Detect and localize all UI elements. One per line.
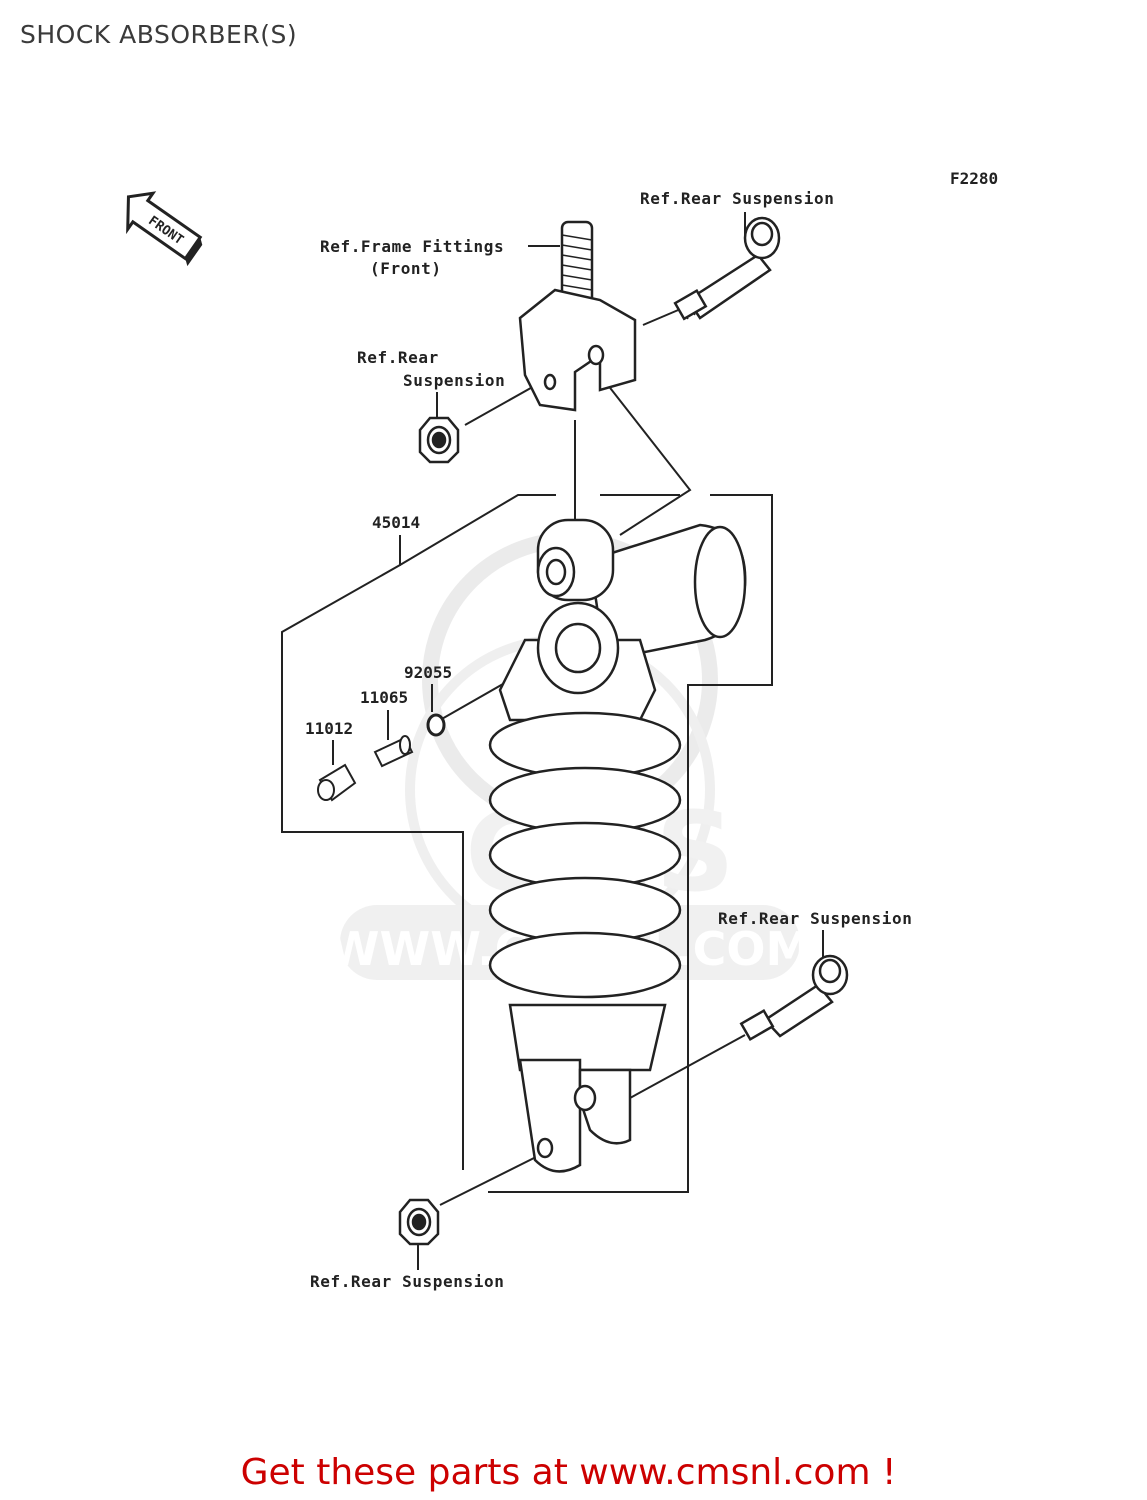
ref-rear-nut-top-sub-label: Suspension: [403, 371, 505, 390]
part-number-11012: 11012: [305, 719, 353, 738]
ref-rear-suspension-top-bolt-label: Ref.Rear Suspension: [640, 189, 834, 208]
ref-rear-nut-top-label: Ref.Rear: [357, 348, 439, 367]
page-title: SHOCK ABSORBER(S): [20, 20, 298, 49]
part-number-11065: 11065: [360, 688, 408, 707]
bottom-bolt: [739, 954, 849, 1042]
leader-lines: [281, 212, 824, 1270]
frame-fitting-bracket: [518, 220, 637, 412]
ref-rear-suspension-bottom-bolt-label: Ref.Rear Suspension: [718, 909, 912, 928]
part-number-92055: 92055: [404, 663, 452, 682]
footer-text[interactable]: Get these parts at www.cmsnl.com !: [240, 1452, 897, 1493]
ref-frame-fittings-sub-label: (Front): [370, 259, 442, 278]
part-number-45014: 45014: [372, 513, 420, 532]
valve-11065: [373, 735, 414, 768]
ref-rear-suspension-bottom-nut-label: Ref.Rear Suspension: [310, 1272, 504, 1291]
figure-code: F2280: [950, 169, 998, 188]
o-ring-92055: [426, 713, 446, 737]
top-bolt: [673, 216, 781, 321]
bottom-nut: [398, 1198, 440, 1246]
front-arrow-icon: FRONT: [126, 191, 203, 267]
cap-11012: [317, 763, 357, 802]
ref-frame-fittings-label: Ref.Frame Fittings: [320, 237, 504, 256]
footer-promo-link[interactable]: Get these parts at www.cmsnl.com !: [0, 1452, 1147, 1493]
top-nut: [418, 416, 460, 464]
shock-absorber-45014: [488, 518, 747, 1173]
